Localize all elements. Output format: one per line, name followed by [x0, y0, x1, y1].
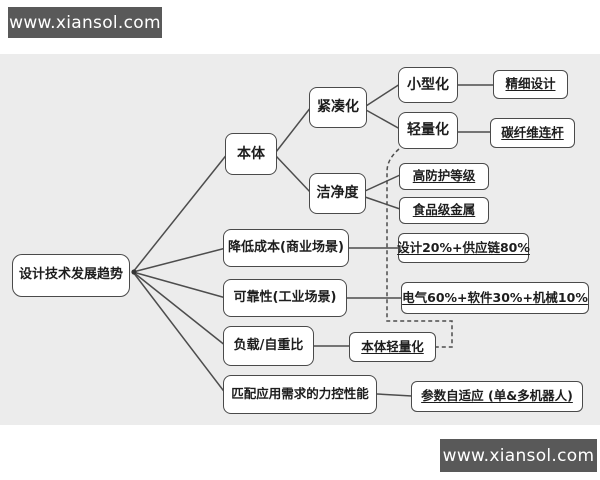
node-electrical-software-mechanical-split-label: 电气60%+软件30%+机械10%	[402, 289, 588, 305]
node-miniaturization: 小型化	[398, 67, 458, 103]
node-food-grade-metal-label: 食品级金属	[412, 202, 476, 218]
node-parameter-adaptation-label: 参数自适应 (单&多机器人)	[421, 388, 573, 404]
node-parameter-adaptation: 参数自适应 (单&多机器人)	[411, 381, 583, 412]
node-body: 本体	[225, 133, 277, 175]
node-fine-design: 精细设计	[493, 70, 568, 99]
node-compactness: 紧凑化	[309, 87, 367, 128]
node-design-trends-root: 设计技术发展趋势	[12, 254, 130, 297]
node-design-supply-chain-split-label: 设计20%+供应链80%	[397, 239, 530, 255]
node-high-protection-grade: 高防护等级	[399, 163, 489, 190]
node-lightweighting: 轻量化	[398, 112, 458, 149]
node-carbon-fiber-rod: 碳纤维连杆	[490, 118, 575, 148]
node-food-grade-metal: 食品级金属	[399, 197, 489, 224]
node-payload-weight-ratio: 负载/自重比	[223, 326, 314, 366]
node-carbon-fiber-rod-label: 碳纤维连杆	[501, 124, 564, 140]
node-fine-design-label: 精细设计	[505, 76, 556, 92]
node-body-lightweighting-label: 本体轻量化	[361, 338, 424, 354]
node-design-supply-chain-split: 设计20%+供应链80%	[397, 233, 530, 263]
node-force-control-performance: 匹配应用需求的力控性能	[223, 375, 377, 414]
node-body-lightweighting: 本体轻量化	[349, 332, 436, 362]
node-electrical-software-mechanical-split: 电气60%+软件30%+机械10%	[401, 282, 589, 314]
node-cleanliness: 洁净度	[309, 173, 366, 214]
node-cost-reduction-commercial: 降低成本(商业场景)	[223, 229, 349, 267]
node-high-protection-grade-label: 高防护等级	[412, 168, 476, 184]
watermark-bottom-right: www.xiansol.com	[440, 439, 597, 472]
node-reliability-industrial: 可靠性(工业场景)	[223, 279, 347, 317]
watermark-top-left: www.xiansol.com	[8, 7, 162, 38]
